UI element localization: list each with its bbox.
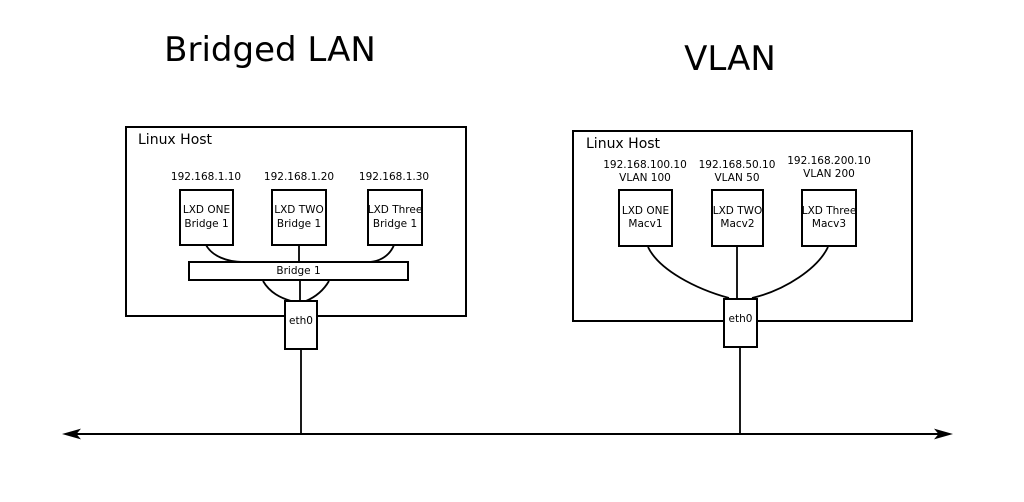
vlan-host-label: Linux Host [586, 136, 661, 152]
wire-vlan-c1-to-eth0 [647, 246, 730, 299]
wire-bridge-to-eth0-left [262, 280, 292, 302]
vlan-container-2-box: LXD TWO Macv2 [711, 189, 764, 247]
vlan-tag: VLAN 200 [803, 168, 855, 180]
vlan-title: VLAN [684, 39, 776, 79]
vlan-container-3-ip-label: 192.168.200.10 VLAN 200 [787, 155, 871, 181]
vlan-container-2-ip-label: 192.168.50.10 VLAN 50 [699, 159, 776, 185]
bridged-container-2-box: LXD TWO Bridge 1 [271, 189, 327, 246]
bridged-lan-title: Bridged LAN [164, 30, 376, 70]
container-name: LXD Three [801, 204, 857, 217]
container-attach: Macv2 [720, 218, 755, 230]
ip: 192.168.100.10 [603, 159, 687, 171]
nic-label: eth0 [289, 315, 313, 327]
vlan-tag: VLAN 50 [714, 172, 760, 184]
container-name: LXD ONE [621, 204, 670, 217]
wire-bridged-c1-to-bridge [205, 244, 244, 263]
bridged-container-2-ip: 192.168.1.20 [263, 171, 335, 183]
vlan-container-3-box: LXD Three Macv3 [801, 189, 857, 247]
container-attach: Bridge 1 [184, 217, 229, 230]
vlan-container-1-ip-label: 192.168.100.10 VLAN 100 [603, 159, 687, 185]
container-attach: Bridge 1 [276, 217, 322, 230]
vlan-container-1-box: LXD ONE Macv1 [618, 189, 673, 247]
wire-bridged-c3-to-bridge [369, 244, 395, 263]
vlan-tag: VLAN 100 [619, 172, 671, 184]
bridge-label: Bridge 1 [276, 265, 321, 277]
bridged-lan-host-label: Linux Host [138, 132, 213, 148]
ip: 192.168.50.10 [698, 159, 776, 171]
container-name: LXD TWO [712, 204, 763, 217]
container-name: LXD ONE [182, 204, 231, 216]
bridged-eth0-box: eth0 [284, 300, 318, 350]
bus-arrowhead-right [934, 428, 953, 440]
bridged-container-3-ip: 192.168.1.30 [358, 171, 430, 183]
bridge-bar: Bridge 1 [188, 261, 409, 281]
container-attach: Bridge 1 [372, 217, 418, 230]
ip: 192.168.200.10 [787, 155, 871, 167]
vlan-eth0-box: eth0 [723, 298, 758, 348]
wire-bridge-to-eth0-right [305, 280, 330, 302]
container-name: LXD Three [367, 204, 423, 216]
container-attach: Macv3 [811, 218, 847, 230]
bus-arrowhead-left [62, 428, 81, 440]
container-name: LXD TWO [274, 204, 324, 216]
wire-vlan-c3-to-eth0 [751, 246, 829, 299]
bridged-container-1-ip: 192.168.1.10 [170, 171, 242, 183]
bridged-container-1-box: LXD ONE Bridge 1 [179, 189, 234, 246]
container-attach: Macv1 [628, 218, 663, 230]
bridged-container-3-box: LXD Three Bridge 1 [367, 189, 423, 246]
nic-label: eth0 [728, 313, 753, 325]
